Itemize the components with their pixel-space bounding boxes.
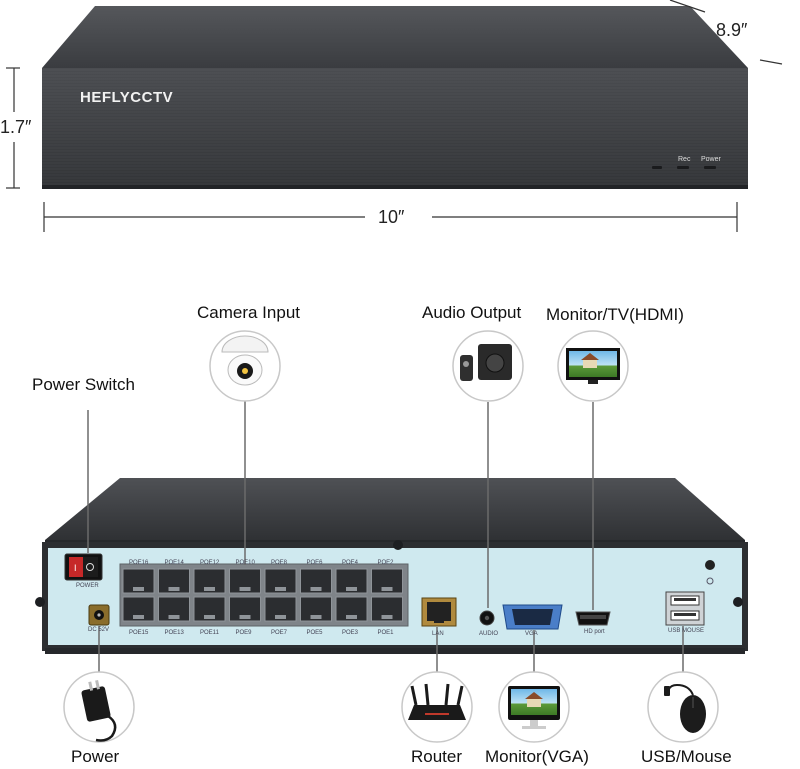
poe-port-latch bbox=[346, 615, 357, 619]
dc-power-jack bbox=[88, 604, 110, 626]
hdmi-port bbox=[575, 611, 611, 626]
leader-lines bbox=[87, 400, 684, 682]
usb-port-label: USB MOUSE bbox=[668, 628, 705, 634]
poe-port-label: POE16 bbox=[129, 560, 149, 566]
poe-port-label: POE6 bbox=[306, 560, 323, 566]
poe-port-label: POE14 bbox=[164, 560, 184, 566]
poe-port-label: POE10 bbox=[235, 560, 255, 566]
depth-dimension-line bbox=[669, 0, 783, 65]
poe-port-latch bbox=[168, 587, 180, 591]
camera-input-label: Camera Input bbox=[197, 303, 300, 322]
poe-port-latch bbox=[133, 587, 144, 591]
poe-port-label: POE9 bbox=[235, 630, 252, 636]
poe-port-latch bbox=[310, 587, 322, 591]
poe-port-latch bbox=[239, 615, 251, 619]
lan-port-label: LAN bbox=[432, 631, 444, 637]
height-dimension-label: 1.7″ bbox=[0, 117, 32, 137]
poe-port-block bbox=[119, 563, 409, 627]
power-adapter-icon bbox=[63, 671, 135, 743]
usb-ports bbox=[665, 591, 705, 626]
usb-mouse-label: USB/Mouse bbox=[641, 747, 732, 766]
poe-port-latch bbox=[168, 615, 180, 619]
poe-port-label: POE15 bbox=[129, 630, 149, 636]
poe-port-label: POE13 bbox=[164, 630, 184, 636]
poe-port-latch bbox=[310, 615, 322, 619]
poe-port-latch bbox=[275, 587, 286, 591]
poe-port-latch bbox=[346, 587, 357, 591]
audio-output-label: Audio Output bbox=[422, 303, 522, 322]
width-dimension-line bbox=[43, 202, 738, 232]
camera-icon bbox=[209, 330, 281, 402]
poe-port-label: POE12 bbox=[200, 560, 220, 566]
poe-port-label: POE7 bbox=[271, 630, 288, 636]
power-switch-label: Power Switch bbox=[32, 375, 135, 394]
poe-port-label: POE11 bbox=[200, 630, 219, 636]
dc-port-label: DC 52V bbox=[88, 627, 110, 633]
vga-port-label: VGA bbox=[525, 631, 538, 637]
hdmi-port-label: HD port bbox=[584, 629, 605, 635]
poe-port-latch bbox=[204, 615, 215, 619]
vga-monitor-icon bbox=[498, 671, 570, 743]
poe-port-label: POE2 bbox=[377, 560, 394, 566]
poe-port-poe12 bbox=[193, 568, 226, 594]
rec-indicator-label: Rec bbox=[678, 156, 691, 163]
power-indicator-label: Power bbox=[701, 156, 721, 163]
audio-port bbox=[479, 610, 495, 626]
power-label: Power bbox=[71, 747, 120, 766]
depth-dimension-label: 8.9″ bbox=[716, 20, 748, 40]
power-switch: I bbox=[64, 553, 103, 581]
router-label: Router bbox=[411, 747, 463, 766]
brand-logo-text: HEFLYCCTV bbox=[80, 89, 174, 106]
poe-port-latch bbox=[204, 587, 215, 591]
mouse-icon bbox=[647, 671, 719, 743]
speaker-icon bbox=[452, 330, 524, 402]
poe-port-label: POE5 bbox=[306, 630, 323, 636]
height-dimension-line bbox=[6, 67, 20, 189]
poe-port-latch bbox=[133, 615, 144, 619]
monitor-vga-label: Monitor(VGA) bbox=[485, 747, 589, 766]
poe-port-latch bbox=[381, 615, 393, 619]
poe-port-poe7 bbox=[264, 596, 297, 622]
poe-port-latch bbox=[381, 587, 393, 591]
lan-port bbox=[421, 597, 457, 627]
audio-port-label: AUDIO bbox=[479, 631, 499, 637]
poe-port-latch bbox=[275, 615, 286, 619]
hdmi-monitor-icon bbox=[557, 330, 629, 402]
power-switch-port-label: POWER bbox=[76, 583, 99, 589]
poe-port-latch bbox=[239, 587, 251, 591]
width-dimension-label: 10″ bbox=[378, 207, 405, 227]
poe-port-label: POE3 bbox=[342, 630, 359, 636]
front-view-nvr bbox=[42, 6, 748, 189]
poe-port-label: POE4 bbox=[342, 560, 359, 566]
monitor-hdmi-label: Monitor/TV(HDMI) bbox=[546, 305, 684, 324]
poe-port-label: POE8 bbox=[271, 560, 288, 566]
router-icon bbox=[401, 671, 473, 743]
svg-text:I: I bbox=[74, 563, 77, 573]
vga-port bbox=[502, 604, 563, 630]
poe-port-label: POE1 bbox=[377, 630, 394, 636]
